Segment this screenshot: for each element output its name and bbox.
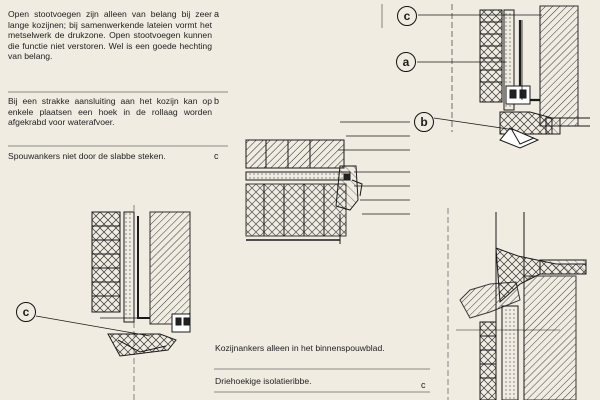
callout-a-top: a	[396, 52, 416, 72]
section-drawing-bottom-left	[35, 205, 191, 400]
callout-c-bottom: c	[16, 302, 36, 322]
note-isolatieribbe-text: Driehoekige isolatieribbe.	[215, 376, 312, 386]
note-a: Open stootvoegen zijn alleen van belang …	[8, 9, 212, 62]
note-a-key: a	[214, 9, 220, 19]
note-b: Bij een strakke aansluiting aan het kozi…	[8, 96, 212, 128]
callout-c-top: c	[397, 6, 417, 26]
note-c: Spouwankers niet door de slabbe steken.	[8, 151, 212, 162]
note-isolatieribbe-key: c	[421, 380, 426, 390]
callout-b-top: b	[414, 112, 434, 132]
note-isolatieribbe: Driehoekige isolatieribbe.	[215, 376, 415, 387]
note-c-text: Spouwankers niet door de slabbe steken.	[8, 151, 166, 161]
note-kozijnankers: Kozijnankers alleen in het binnenspouwbl…	[215, 343, 415, 354]
note-c-key: c	[214, 151, 219, 161]
section-drawing-top-right	[417, 4, 590, 149]
note-kozijnankers-text: Kozijnankers alleen in het binnenspouwbl…	[215, 343, 385, 353]
note-a-text: Open stootvoegen zijn alleen van belang …	[8, 9, 212, 61]
section-drawing-bottom-right	[456, 212, 587, 400]
plan-drawing-middle	[245, 121, 410, 244]
note-b-key: b	[214, 96, 220, 106]
note-b-text: Bij een strakke aansluiting aan het kozi…	[8, 96, 212, 127]
